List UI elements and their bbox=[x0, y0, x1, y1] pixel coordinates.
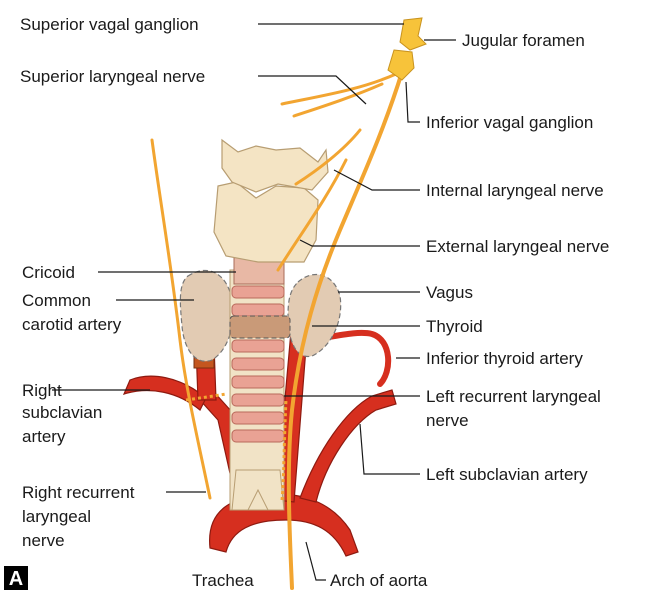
superior-laryngeal-nerve-path bbox=[282, 74, 396, 116]
hyoid-bone bbox=[222, 140, 328, 192]
panel-label: A bbox=[9, 568, 23, 590]
thyroid-isthmus bbox=[230, 316, 290, 338]
label-inferior-thyroid-artery: Inferior thyroid artery bbox=[426, 349, 583, 368]
label-external-laryngeal-nerve: External laryngeal nerve bbox=[426, 237, 609, 256]
label-cricoid: Cricoid bbox=[22, 263, 75, 282]
right-subclavian-artery-vessel bbox=[124, 376, 206, 410]
thyroid-cartilage bbox=[214, 182, 318, 262]
label-right-subclavian-line3: artery bbox=[22, 427, 66, 446]
label-right-subclavian-line2: subclavian bbox=[22, 403, 102, 422]
label-inferior-vagal-ganglion: Inferior vagal ganglion bbox=[426, 113, 593, 132]
label-jugular-foramen: Jugular foramen bbox=[462, 31, 585, 50]
label-left-recurrent-line1: Left recurrent laryngeal bbox=[426, 387, 601, 406]
label-trachea: Trachea bbox=[192, 571, 254, 590]
label-common-carotid-line1: Common bbox=[22, 291, 91, 310]
label-superior-laryngeal-nerve: Superior laryngeal nerve bbox=[20, 67, 205, 86]
panel-label-badge: A bbox=[4, 566, 28, 590]
label-internal-laryngeal-nerve: Internal laryngeal nerve bbox=[426, 181, 604, 200]
label-common-carotid-line2: carotid artery bbox=[22, 315, 122, 334]
label-right-recurrent-line3: nerve bbox=[22, 531, 65, 550]
tracheal-rings bbox=[232, 286, 284, 442]
label-right-recurrent-line1: Right recurrent bbox=[22, 483, 135, 502]
label-left-subclavian-artery: Left subclavian artery bbox=[426, 465, 588, 484]
thyroid-left-lobe bbox=[288, 274, 341, 356]
label-superior-vagal-ganglion: Superior vagal ganglion bbox=[20, 15, 199, 34]
label-arch-of-aorta: Arch of aorta bbox=[330, 571, 428, 590]
superior-vagal-ganglion-shape bbox=[400, 18, 426, 50]
thyroid-right-lobe bbox=[180, 270, 233, 361]
left-subclavian-artery-vessel bbox=[300, 390, 396, 502]
label-left-recurrent-line2: nerve bbox=[426, 411, 469, 430]
label-vagus: Vagus bbox=[426, 283, 473, 302]
label-right-subclavian-line1: Right bbox=[22, 381, 62, 400]
label-thyroid: Thyroid bbox=[426, 317, 483, 336]
label-right-recurrent-line2: laryngeal bbox=[22, 507, 91, 526]
